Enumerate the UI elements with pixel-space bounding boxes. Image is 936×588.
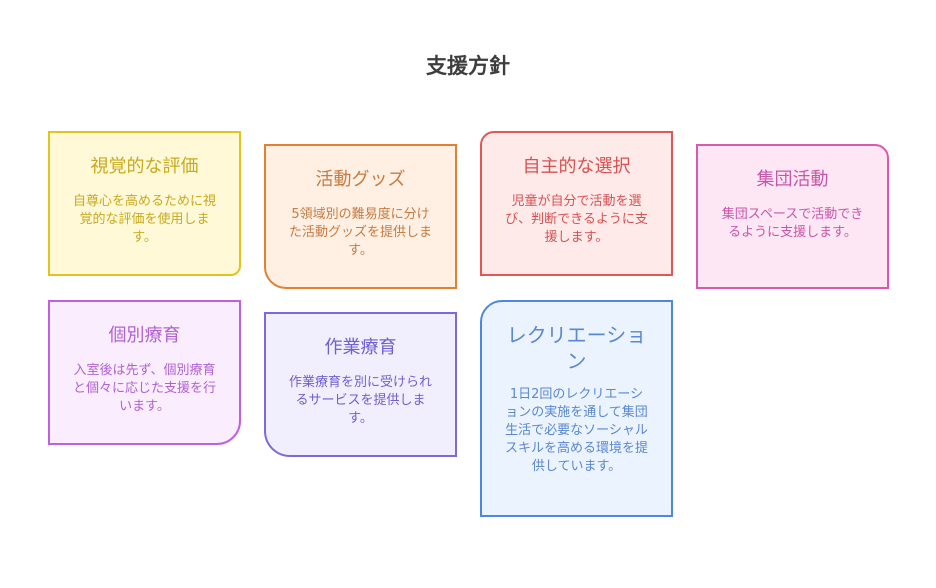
- card-body: 入室後は先ず、個別療育と個々に応じた支援を行います。: [72, 363, 216, 414]
- card-individual-therapy: 個別療育 入室後は先ず、個別療育と個々に応じた支援を行います。: [48, 300, 241, 445]
- card-visual-evaluation: 視覚的な評価 自尊心を高めるために視覚的な評価を使用します。: [48, 131, 241, 276]
- card-body: 1日2回のレクリエーションの実施を通して集団生活で必要なソーシャルスキルを高める…: [504, 387, 648, 474]
- card-recreation: レクリエーション 1日2回のレクリエーションの実施を通して集団生活で必要なソーシ…: [480, 300, 673, 517]
- card-title: 集団活動: [756, 169, 829, 190]
- card-title: レクリエーション: [506, 323, 647, 373]
- card-body: 作業療育を別に受けられるサービスを提供します。: [288, 375, 432, 426]
- card-body: 5領域別の難易度に分けた活動グッズを提供します。: [288, 207, 432, 258]
- card-group-activity: 集団活動 集団スペースで活動できるように支援します。: [696, 144, 889, 289]
- card-title: 活動グッズ: [315, 169, 406, 190]
- card-title: 作業療育: [324, 337, 397, 358]
- card-voluntary-choice: 自主的な選択 児童が自分で活動を選び、判断できるように支援します。: [480, 131, 673, 276]
- card-title: 視覚的な評価: [90, 156, 199, 177]
- card-body: 集団スペースで活動できるように支援します。: [721, 207, 864, 240]
- diagram-title: 支援方針: [426, 54, 510, 78]
- card-title: 自主的な選択: [522, 156, 631, 177]
- card-activity-goods: 活動グッズ 5領域別の難易度に分けた活動グッズを提供します。: [264, 144, 457, 289]
- card-body: 児童が自分で活動を選び、判断できるように支援します。: [505, 194, 648, 245]
- card-body: 自尊心を高めるために視覚的な評価を使用します。: [72, 194, 216, 245]
- card-title: 個別療育: [108, 325, 181, 346]
- card-occupational-therapy: 作業療育 作業療育を別に受けられるサービスを提供します。: [264, 312, 457, 457]
